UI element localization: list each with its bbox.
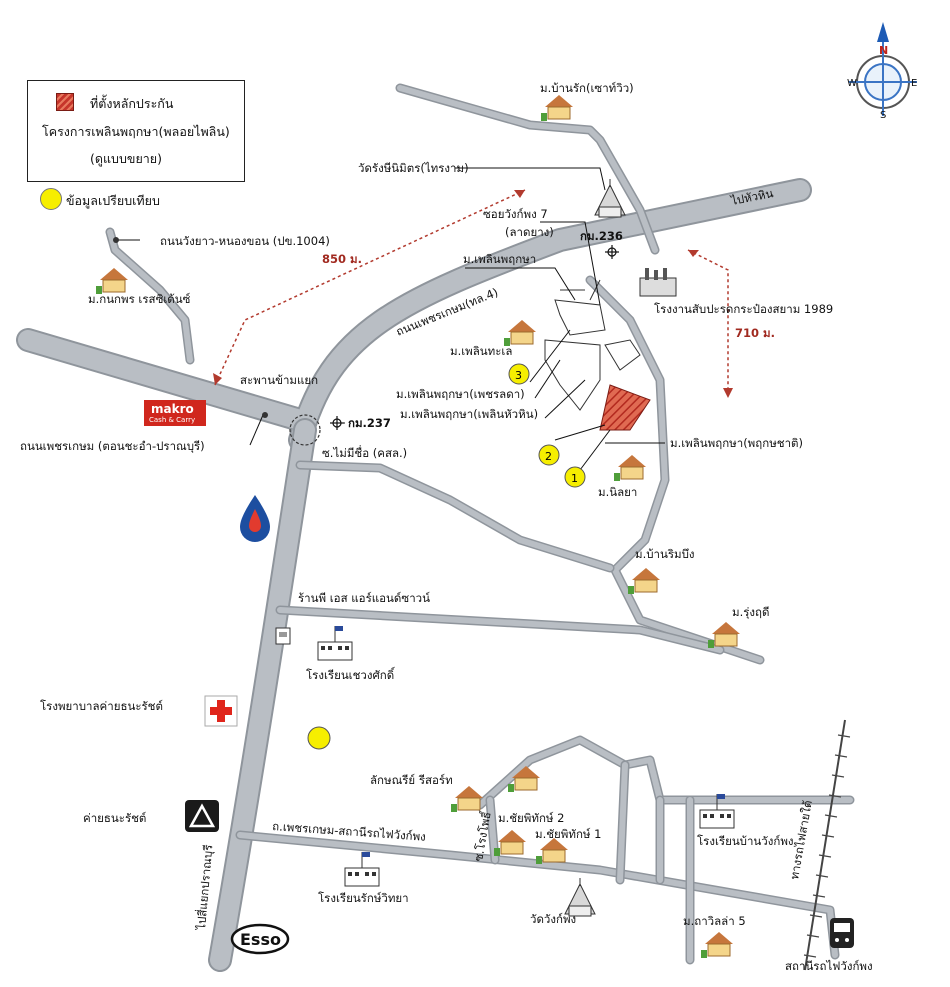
house-icon [701,932,733,958]
label-nilaya: ม.นิลยา [598,485,637,499]
school-icon [344,852,380,887]
railway-line [803,719,851,971]
marker-2: 2 [545,450,552,463]
factory-icon [639,268,677,297]
house-icon [541,95,573,121]
school-icon [317,626,353,661]
label-ploenpruksa: ม.เพลินพฤกษา [463,252,536,266]
label-petchkasem-cha-am: ถนนเพชรเกษม (ตอนชะอำ-ปราณบุรี) [20,439,205,453]
house-icon [494,830,526,856]
label-camp: ค่ายธนะรัชต์ [83,811,146,825]
svg-text:Esso: Esso [240,930,281,949]
label-km236: กม.236 [580,229,623,243]
school-icon [699,794,735,829]
svg-text:makro: makro [151,402,194,416]
legend-zoom-note: (ดูแบบขยาย) [90,151,163,166]
house-icon [536,838,568,864]
label-overpass: สะพานข้ามแยก [240,373,318,387]
road-network [16,83,855,972]
camp-icon [185,800,219,832]
subject-site-marker[interactable] [599,384,651,431]
house-icon [508,766,540,792]
legend-project-name: โครงการเพลินพฤกษา(พลอยไพลิน) [42,124,230,139]
comparable-markers: 3 2 1 [307,363,586,750]
dot-marker [113,237,268,418]
compass-n: N [879,44,888,57]
label-ploenpruksa-pruksachat: ม.เพลินพฤกษา(พฤกษชาติ) [670,436,803,450]
house-icon [504,320,536,346]
comparable-legend-icon [40,188,62,210]
label-ban-rim-bueng: ม.บ้านริมบึง [635,547,695,561]
hospital-icon [204,695,238,727]
label-rung-ruedee: ม.รุ่งฤดี [732,605,769,619]
label-hospital: โรงพยาบาลค่ายธนะรัชต์ [40,699,163,713]
house-icon [628,568,660,594]
label-ploenpruksa-huahin: ม.เพลินพฤกษา(เพลินหัวหิน) [400,407,538,421]
label-unnamed-soi: ซ.ไม่มีชื่อ (คสล.) [322,445,407,460]
label-pts-shop: ร้านพี เอส แอร์แอนด์ซาวน์ [298,591,430,605]
legend-box: ที่ตั้งหลักประกัน โครงการเพลินพฤกษา(พลอย… [27,80,245,182]
house-icons [96,95,740,958]
marker-3: 3 [515,369,522,382]
house-icon [451,786,483,812]
label-wang-phong-station: สถานีรถไฟวังก์พง [785,959,873,973]
label-laterite: (ลาดยาง) [505,225,554,239]
label-chaiyaphak2: ม.ชัยพิทักษ์ 2 [498,811,564,825]
label-ploen-talay: ม.เพลินทะเล [450,344,512,358]
makro-logo: makro Cash & Carry [144,400,206,426]
label-wat-rangsi: วัดรังษีนิมิตร(ไทรงาม) [358,161,469,175]
house-icon [96,268,128,294]
house-icon [708,622,740,648]
distance-lines [214,189,729,398]
label-kanokporn: ม.กนกพร เรสซิเด้นซ์ [88,292,191,306]
shop-icon [275,627,291,645]
compass-e: E [911,78,917,89]
label-choengsak-school: โรงเรียนเชวงศักดิ์ [306,666,396,682]
house-icon [614,455,646,481]
marker-1: 1 [571,472,578,485]
label-wat-wang-phong: วัดวังก์พง [530,912,576,926]
compass-w: W [847,78,857,89]
crosshair-icon [330,245,619,430]
compass-s: S [880,110,886,121]
legend-main-location: ที่ตั้งหลักประกัน [90,96,174,111]
labels: ม.บ้านรัก(เซาท์วิว) วัดรังษีนิมิตร(ไทรงา… [20,81,873,973]
temple-icon [564,878,596,917]
label-to-pranburi: ไปสี่แยกปราณบุรี [193,844,215,931]
label-wang-yao-road: ถนนวังยาว-หนองขอน (ปข.1004) [160,234,330,248]
legend-comparable: ข้อมูลเปรียบเทียบ [66,193,160,208]
label-rakwittaya-school: โรงเรียนรักษ์วิทยา [318,891,409,905]
train-icon [830,918,854,948]
label-chaiyaphak1: ม.ชัยพิทักษ์ 1 [535,827,601,841]
label-soi-wang-phong-7: ซอยวังก์พง 7 [483,207,548,221]
esso-logo: Esso [230,923,290,955]
temple-icon [594,179,626,218]
label-km237: กม.237 [348,416,391,430]
label-pineapple-factory: โรงงานสับปะรดกระป๋องสยาม 1989 [654,302,833,316]
label-lakkhanaree: ลักษณรีย์ รีสอร์ท [370,773,453,787]
compass-rose: N E S W [847,22,917,121]
label-wang-phong-school: โรงเรียนบ้านวังก์พง [697,834,794,848]
label-ploenpruksa-petchlada: ม.เพลินพฤกษา(เพชรลดา) [396,387,525,401]
distance-850-label: 850 ม. [322,252,362,266]
label-chaiyaphak-villa: ม.ถาวิลล่า 5 [683,914,746,928]
fuel-station-icon [240,495,270,542]
label-ban-rak: ม.บ้านรัก(เซาท์วิว) [540,81,634,95]
svg-text:Cash & Carry: Cash & Carry [149,416,195,424]
distance-710-label: 710 ม. [735,326,775,340]
subject-site-swatch-icon [56,93,74,111]
